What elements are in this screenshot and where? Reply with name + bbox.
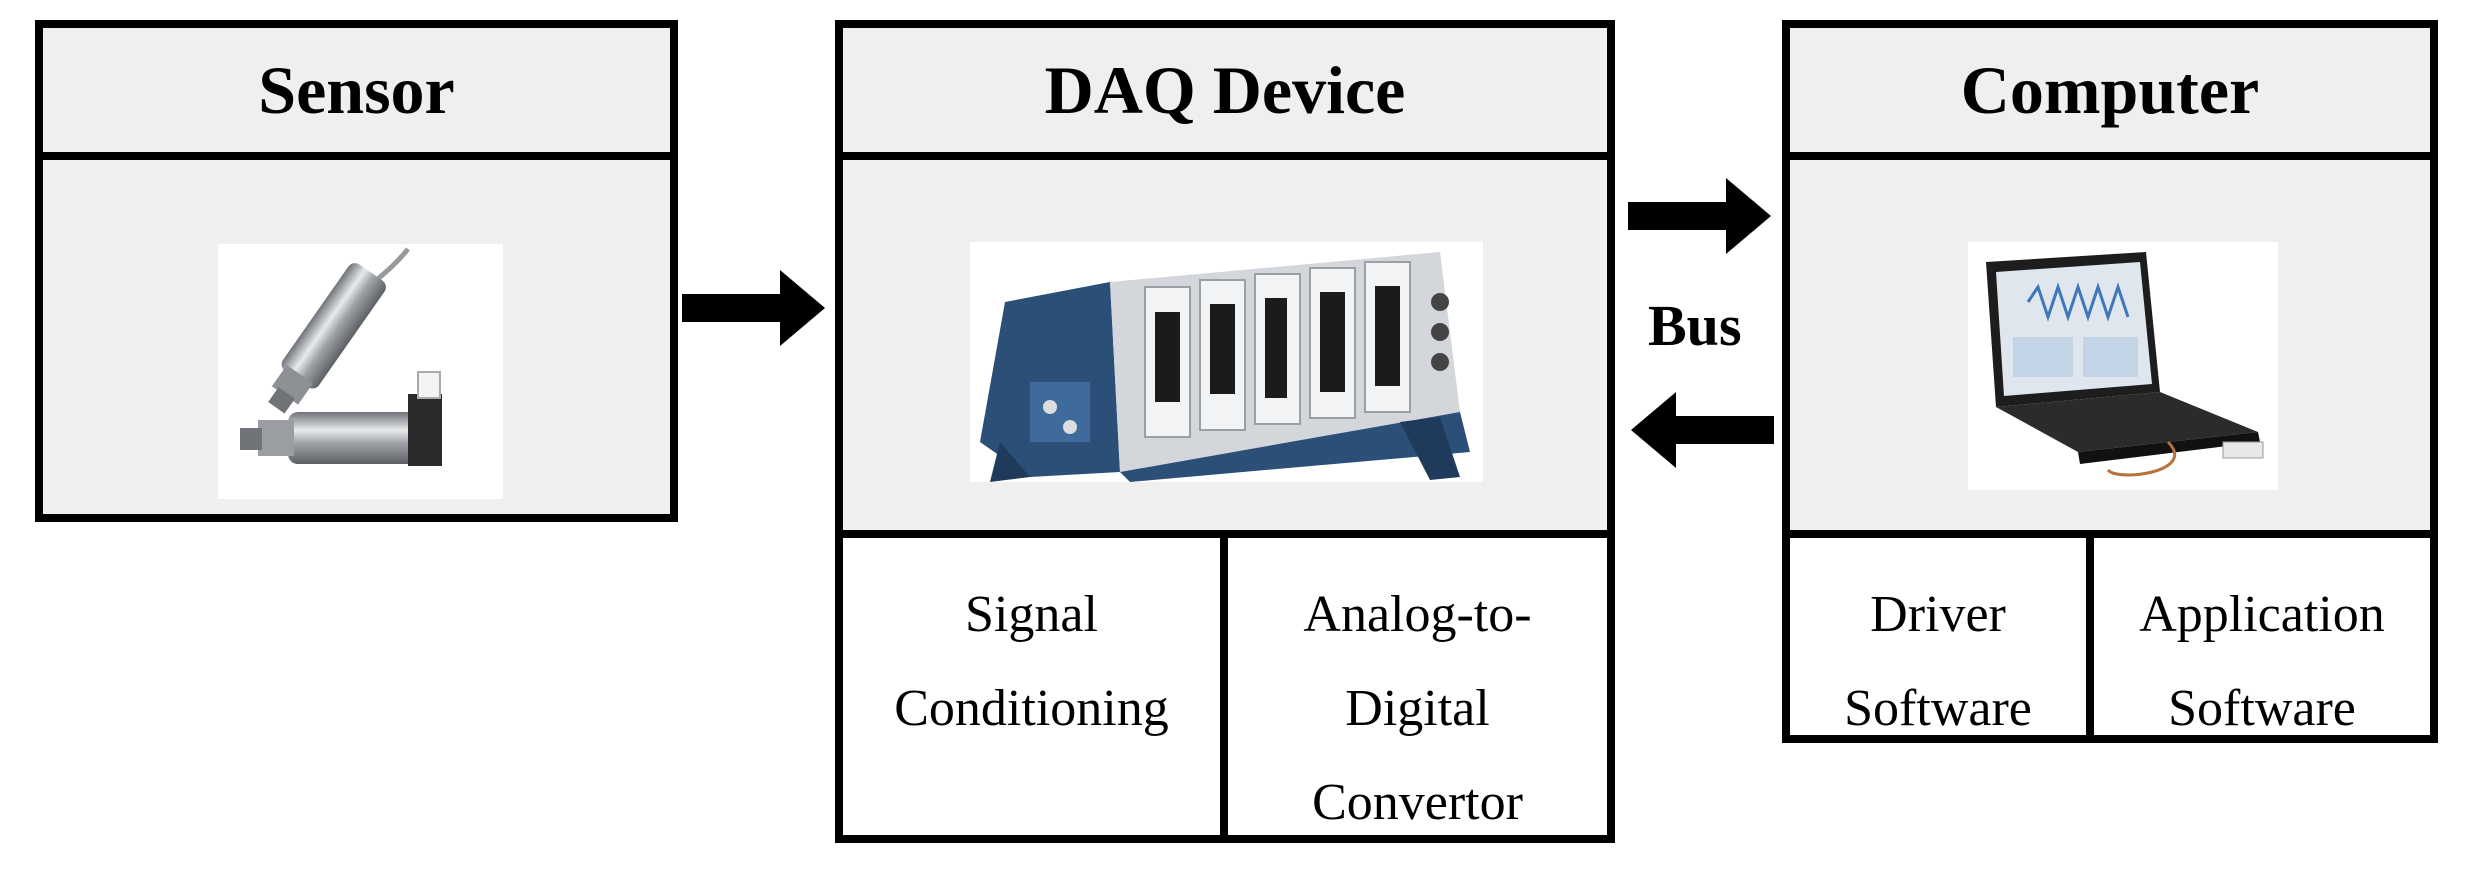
daq-title: DAQ Device	[843, 28, 1607, 160]
computer-sub1-line1: Driver	[1870, 586, 2006, 643]
computer-application-software: Application Software	[2094, 538, 2430, 737]
computer-driver-software: Driver Software	[1790, 538, 2086, 737]
sensor-box: Sensor	[35, 20, 678, 522]
sensor-image-area	[43, 160, 670, 514]
computer-to-daq-arrow	[1631, 392, 1774, 468]
daq-sub2-line1: Analog-to-	[1303, 586, 1532, 643]
sensor-image	[218, 244, 503, 499]
daq-sub2-line3: Convertor	[1312, 774, 1523, 831]
daq-signal-conditioning: Signal Conditioning	[843, 538, 1220, 835]
daq-sub1-line1: Signal	[965, 586, 1098, 643]
daq-sub2-line2: Digital	[1345, 680, 1490, 737]
daq-to-computer-arrow	[1628, 178, 1771, 254]
sensor-to-daq-arrow	[682, 270, 825, 346]
computer-sub2-line1: Application	[2139, 586, 2385, 643]
sensor-title: Sensor	[43, 28, 670, 160]
computer-divider-v	[2086, 538, 2094, 735]
daq-image	[970, 242, 1483, 482]
daq-divider-h	[843, 530, 1607, 538]
daq-adc: Analog-to- Digital Convertor	[1228, 538, 1607, 835]
computer-image	[1968, 242, 2278, 490]
daq-chassis-icon	[980, 252, 1470, 482]
daq-device-box: DAQ Device	[835, 20, 1615, 843]
computer-title: Computer	[1790, 28, 2430, 160]
pressure-sensors-icon	[240, 247, 442, 466]
daq-divider-v	[1220, 538, 1228, 835]
computer-box: Computer Driver Software Application Sof…	[1782, 20, 2438, 743]
computer-sub2-line2: Software	[2168, 680, 2356, 737]
laptop-icon	[1986, 252, 2264, 477]
computer-divider-h	[1790, 530, 2430, 538]
computer-sub1-line2: Software	[1844, 680, 2032, 737]
daq-sub1-line2: Conditioning	[894, 680, 1169, 737]
bus-label: Bus	[1648, 293, 1742, 358]
daq-image-area	[843, 160, 1607, 530]
computer-image-area	[1790, 160, 2430, 530]
